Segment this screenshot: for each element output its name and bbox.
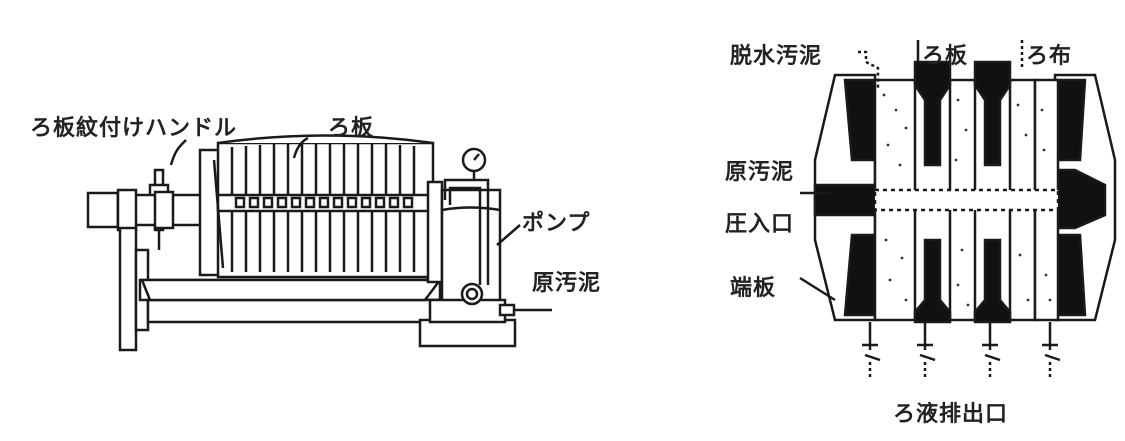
filtrate-drain-valves: [862, 322, 1061, 380]
label-dewatered-sludge: 脱水汚泥: [730, 44, 823, 69]
label-leaders: [799, 40, 1024, 302]
sludge-stipple: [882, 93, 1052, 307]
label-filter-cloth: ろ布: [1026, 44, 1073, 69]
pump-assembly: [418, 147, 552, 348]
label-end-plate: 端板: [730, 276, 777, 301]
label-filtrate-outlet: ろ液排出口: [893, 402, 1009, 427]
label-pump: ポンプ: [522, 211, 591, 236]
filter-plate-stack: [198, 134, 450, 279]
label-filter-plate-left: ろ板: [328, 116, 375, 141]
label-raw-sludge-right: 原汚泥: [725, 160, 795, 185]
filter-plates: [913, 60, 1012, 324]
filter-press-exterior: [86, 134, 552, 352]
label-filter-plate-right: ろ板: [922, 44, 969, 69]
filter-press-cross-section: [799, 40, 1117, 380]
label-plate-clamp-handle: ろ板紋付けハンドル: [30, 116, 238, 141]
label-raw-sludge-left: 原汚泥: [532, 271, 602, 296]
label-pressure-inlet: 圧入口: [725, 212, 795, 237]
